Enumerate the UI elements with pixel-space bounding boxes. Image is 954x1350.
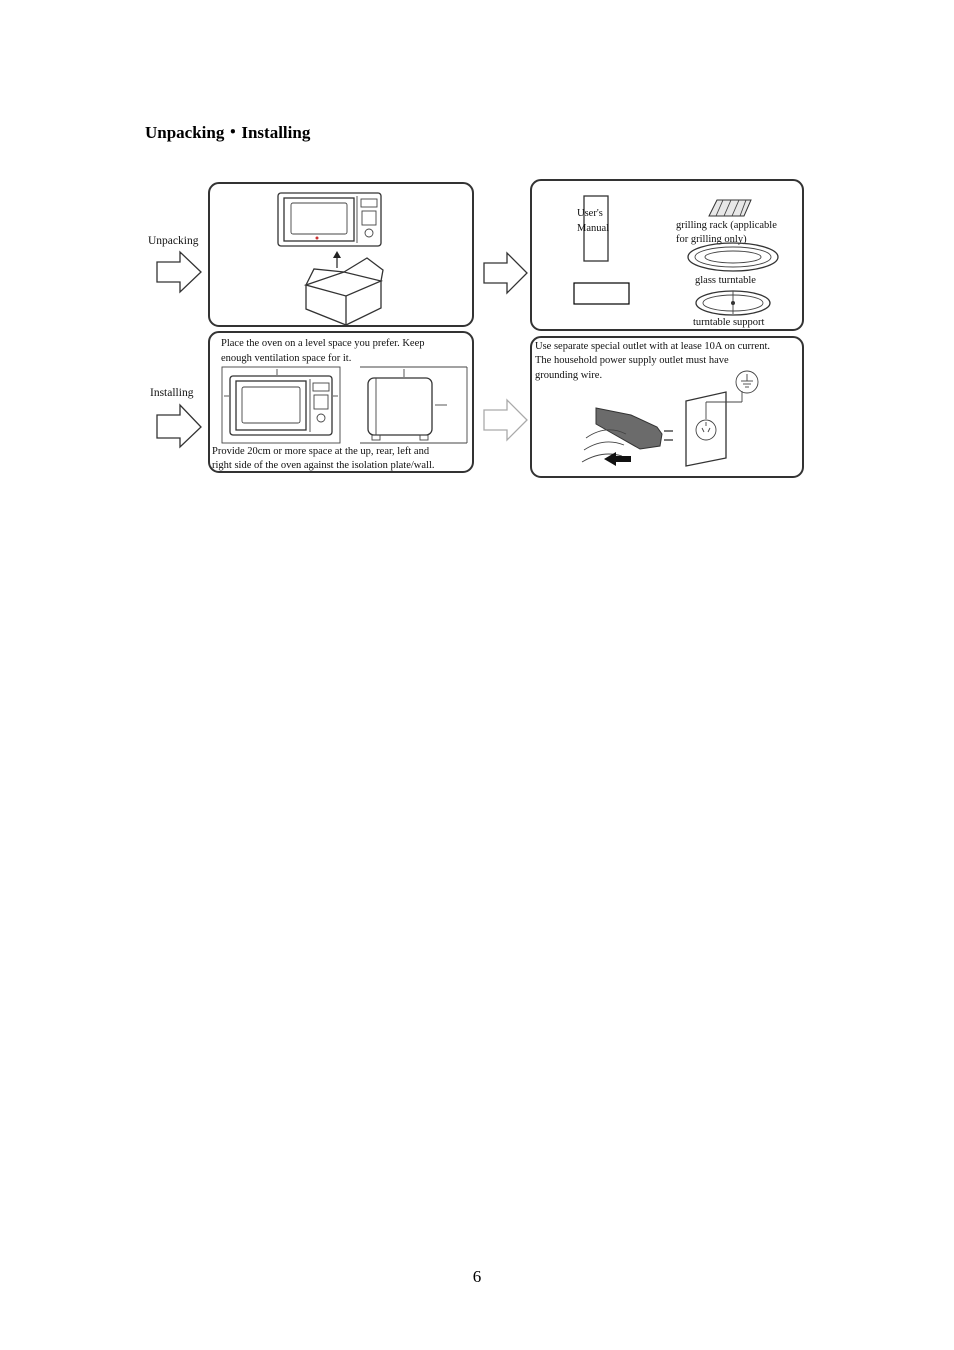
turntable-support-icon	[695, 290, 771, 316]
placement-text-line1: Place the oven on a level space you pref…	[221, 338, 425, 349]
blank-label-box	[573, 282, 630, 305]
install-to-power-arrow-icon	[483, 398, 528, 442]
unpacking-label: Unpacking	[148, 235, 199, 247]
unpack-to-contents-arrow-icon	[483, 251, 528, 295]
power-panel	[530, 336, 804, 478]
contents-panel	[530, 179, 804, 331]
support-label: turntable support	[693, 317, 765, 328]
glass-turntable-icon	[687, 242, 779, 272]
up-arrow-icon	[333, 251, 341, 268]
side-view-oven-icon	[360, 366, 468, 444]
rack-label-line2: for grilling only)	[676, 234, 747, 245]
placement-note-line1: Provide 20cm or more space at the up, re…	[212, 446, 430, 457]
power-text-line1: Use separate special outlet with at leas…	[535, 341, 770, 352]
grilling-rack-icon	[708, 199, 752, 217]
turntable-label: glass turntable	[695, 275, 756, 286]
wall-outlet-icon	[685, 391, 727, 467]
open-box-icon	[303, 257, 384, 326]
unpacking-arrow-icon	[156, 250, 202, 294]
placement-note-line2: right side of the oven against the isola…	[212, 460, 435, 471]
front-view-oven-icon	[221, 366, 341, 444]
power-text-line2: The household power supply outlet must h…	[535, 355, 729, 366]
manual-label-line1: User's	[577, 208, 603, 219]
manual-label-line2: Manual	[577, 223, 609, 234]
power-text-line3: grounding wire.	[535, 370, 602, 381]
ground-symbol-icon	[705, 370, 759, 419]
installing-arrow-icon	[156, 403, 202, 449]
unpacking-installing-figure: Unpacking Installing User's Manual	[148, 179, 804, 478]
pull-left-arrow-icon	[604, 452, 631, 466]
page-number: 6	[472, 1267, 482, 1286]
hand-plug-icon	[581, 407, 673, 463]
installing-label: Installing	[150, 387, 194, 399]
microwave-oven-icon	[277, 192, 382, 247]
section-heading: Unpacking・Installing	[145, 123, 311, 142]
manual-booklet-icon	[583, 195, 609, 262]
rack-label-line1: grilling rack (applicable	[676, 220, 777, 231]
unpacking-panel	[208, 182, 474, 327]
placement-text-line2: enough ventilation space for it.	[221, 353, 351, 364]
